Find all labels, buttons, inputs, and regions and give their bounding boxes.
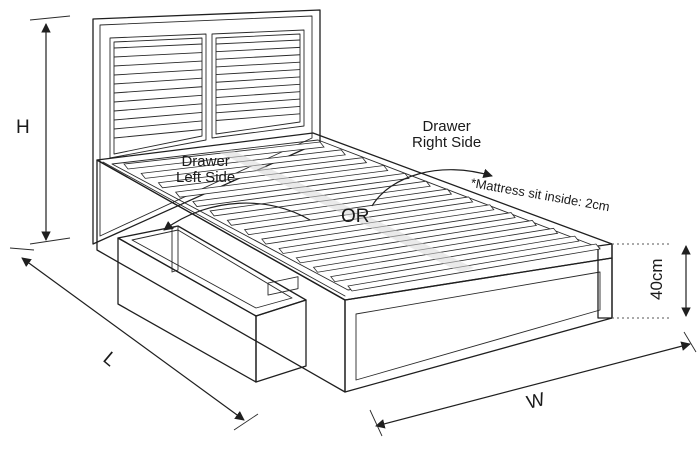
louver-left <box>113 94 203 103</box>
drawer-left-label: Drawer Left Side <box>176 154 235 186</box>
louver-left <box>113 111 203 121</box>
drawer-right-label: Drawer Right Side <box>412 119 481 151</box>
louver-right <box>215 105 301 114</box>
louver-left <box>113 60 203 67</box>
louver-left <box>113 86 203 94</box>
length-dimension <box>9 247 259 431</box>
drawer-left-line1: Drawer <box>181 153 230 170</box>
louver-right <box>215 61 301 68</box>
height-dimension <box>29 15 71 245</box>
center-support <box>218 150 474 272</box>
louver-right <box>215 54 301 60</box>
louver-right <box>215 91 301 98</box>
frame-height-label: 40cm <box>647 258 666 300</box>
louver-left <box>113 129 203 139</box>
bed-slat <box>347 243 601 292</box>
louver-right <box>215 69 301 76</box>
width-dimension <box>369 331 697 437</box>
height-label: H <box>16 117 30 138</box>
louver-left <box>113 43 203 49</box>
drawer-left-line2: Left Side <box>176 168 236 186</box>
louver-left <box>113 120 203 130</box>
louver-left <box>113 77 203 85</box>
louver-left <box>113 52 203 58</box>
louver-left <box>113 103 203 112</box>
bed-slat <box>123 141 325 170</box>
louver-left <box>113 69 203 76</box>
drawer <box>117 225 307 383</box>
drawer-runner <box>267 276 299 296</box>
louver-right <box>215 98 301 106</box>
louver-right <box>215 76 301 83</box>
drawer-right-line2: Right Side <box>412 133 482 151</box>
slats <box>123 141 601 292</box>
headboard-louvers <box>113 39 301 139</box>
louver-right <box>215 39 301 45</box>
right-drawer-arrow <box>371 168 493 207</box>
drawer-right-line1: Drawer <box>422 118 471 135</box>
left-drawer-arrow <box>163 202 311 231</box>
or-label: OR <box>341 206 370 227</box>
louver-right <box>215 46 301 53</box>
louver-right <box>215 83 301 91</box>
louver-right <box>215 113 301 121</box>
